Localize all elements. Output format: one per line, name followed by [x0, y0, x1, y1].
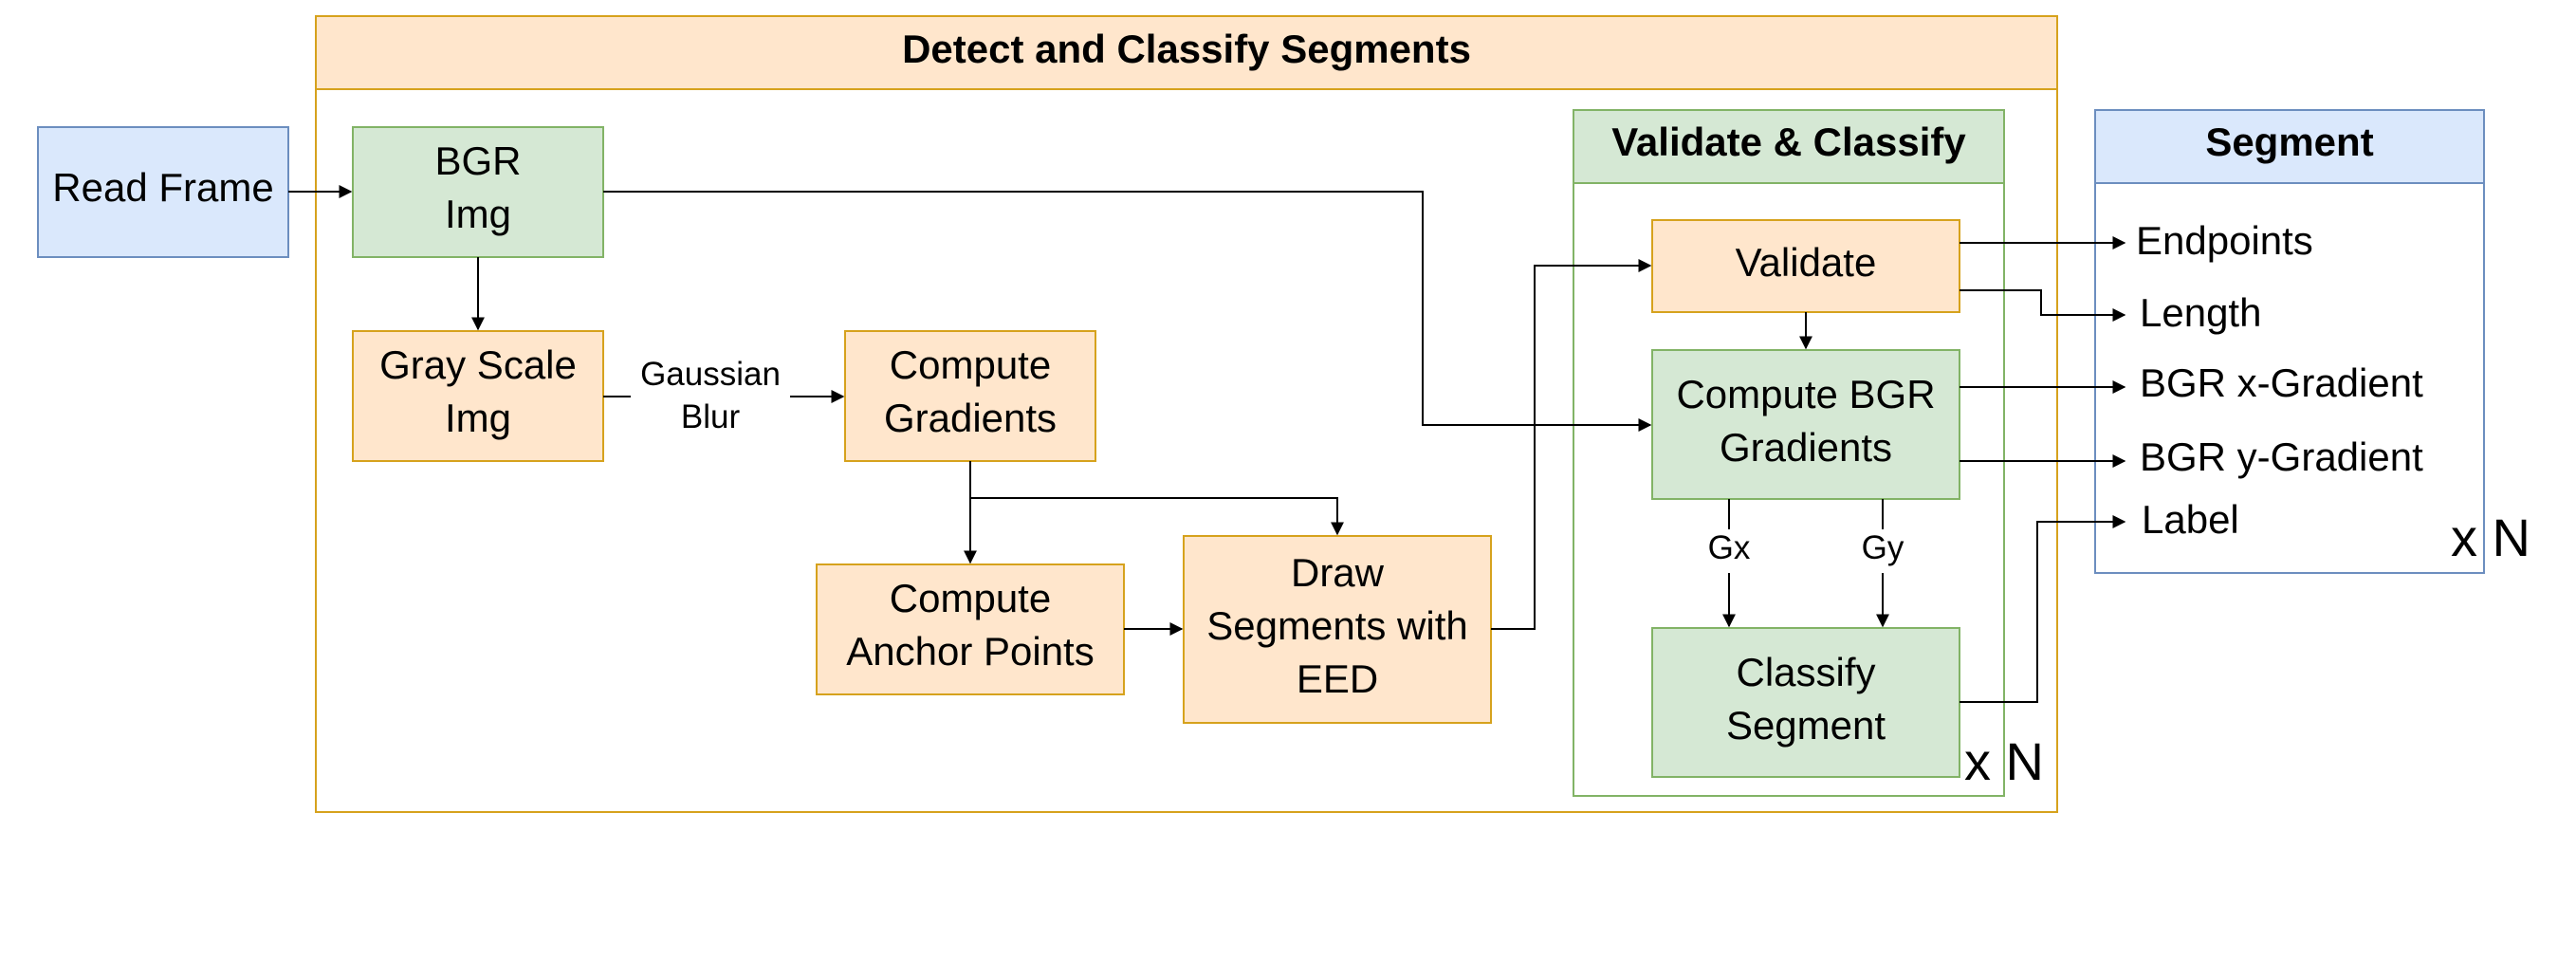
anchor-points-label-line1: Compute — [890, 576, 1051, 620]
gray-scale-label-line2: Img — [445, 396, 511, 440]
draw-segments-label-line2: Segments with — [1206, 603, 1467, 648]
compute-gradients-label-line2: Gradients — [884, 396, 1057, 440]
draw-segments-node: Draw Segments with EED — [1183, 535, 1492, 724]
segment-group: Segment — [2094, 109, 2485, 574]
segment-frame — [2094, 109, 2485, 574]
bgr-img-node: BGR Img — [352, 126, 604, 258]
classify-segment-node: Classify Segment — [1651, 627, 1960, 778]
validate-classify-header — [1573, 109, 2005, 184]
bgr-img-label-line1: BGR — [434, 139, 521, 183]
bgr-gradients-label-line2: Gradients — [1720, 425, 1892, 470]
draw-segments-label-line1: Draw — [1291, 550, 1385, 595]
edge-classify-to-label — [1960, 515, 2126, 703]
edge-draw-to-validate — [1491, 259, 1652, 630]
classify-label-line2: Segment — [1726, 703, 1886, 748]
anchor-points-label-line2: Anchor Points — [846, 629, 1094, 674]
output-endpoints: Endpoints — [2136, 218, 2313, 263]
edge-validate-to-length — [1960, 289, 2126, 322]
gray-scale-label-line1: Gray Scale — [379, 342, 577, 387]
validate-multiplier: x N — [1964, 731, 2044, 791]
read-frame-label: Read Frame — [52, 165, 273, 210]
validate-node: Validate — [1651, 219, 1960, 313]
gray-scale-img-node: Gray Scale Img — [352, 330, 604, 462]
compute-gradients-label-line1: Compute — [890, 342, 1051, 387]
compute-bgr-gradients-node: Compute BGR Gradients — [1651, 349, 1960, 500]
draw-segments-label-line3: EED — [1297, 656, 1378, 701]
detect-classify-header — [315, 15, 2058, 90]
bgr-gradients-label-line1: Compute BGR — [1676, 372, 1935, 416]
classify-label-line1: Classify — [1736, 650, 1875, 694]
bgr-img-label-line2: Img — [445, 192, 511, 236]
segment-multiplier: x N — [2451, 508, 2530, 567]
gy-label: Gy — [1862, 529, 1904, 566]
validate-label: Validate — [1736, 240, 1877, 285]
compute-gradients-node: Compute Gradients — [844, 330, 1096, 462]
output-bgr-x-gradient: BGR x-Gradient — [2140, 360, 2423, 405]
detect-classify-title: Detect and Classify Segments — [902, 27, 1471, 71]
edge-bgr-to-bgr-gradients — [603, 191, 1652, 432]
compute-anchor-points-node: Compute Anchor Points — [816, 563, 1125, 695]
output-length: Length — [2140, 290, 2261, 335]
segment-title: Segment — [2205, 120, 2373, 164]
gaussian-blur-label-line2: Blur — [681, 398, 741, 435]
output-bgr-y-gradient: BGR y-Gradient — [2140, 434, 2423, 479]
connectors — [288, 185, 2126, 703]
read-frame-node: Read Frame — [37, 126, 289, 258]
segment-header — [2094, 109, 2485, 184]
gaussian-blur-label-line1: Gaussian — [640, 356, 781, 393]
validate-classify-title: Validate & Classify — [1611, 120, 1966, 164]
output-label: Label — [2142, 497, 2239, 542]
gx-label: Gx — [1708, 529, 1751, 566]
edge-gradients-to-draw — [970, 497, 1344, 536]
